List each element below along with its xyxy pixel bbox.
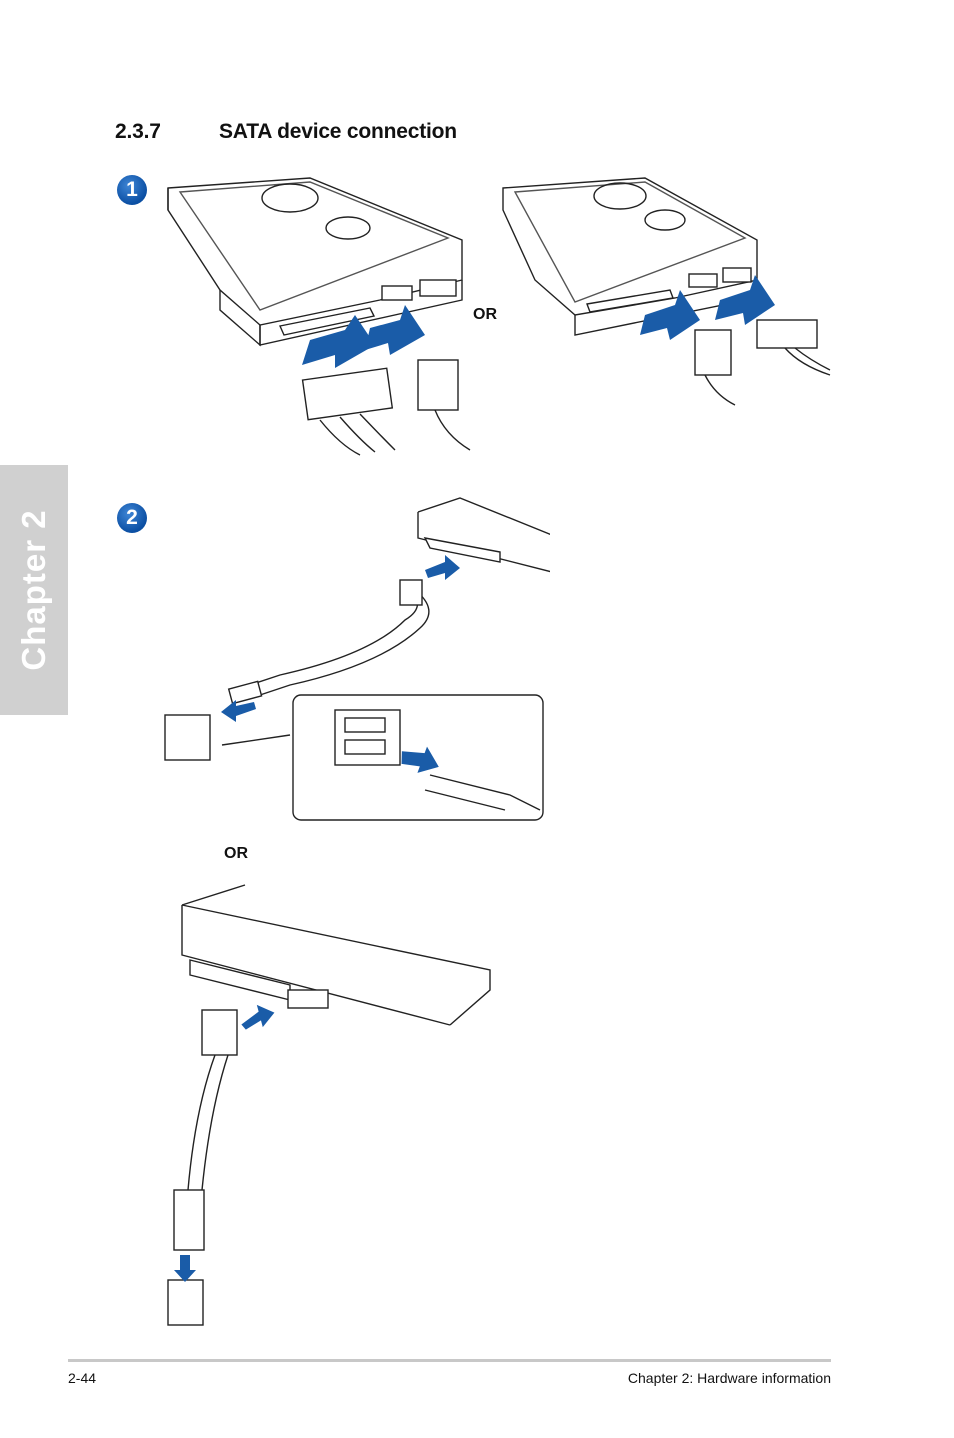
footer-divider bbox=[68, 1359, 831, 1362]
step-1-badge: 1 bbox=[117, 175, 147, 205]
or-label-bottom: OR bbox=[224, 845, 248, 862]
footer-chapter-title: Chapter 2: Hardware information bbox=[627, 1370, 831, 1386]
page-number: 2-44 bbox=[68, 1370, 97, 1386]
hdd-to-motherboard-illustration bbox=[164, 497, 550, 821]
chapter-side-tab: Chapter 2 bbox=[0, 465, 68, 715]
section-number: 2.3.7 bbox=[115, 120, 161, 143]
hdd-molex-power-illustration bbox=[502, 177, 831, 406]
chapter-tab-label: Chapter 2 bbox=[15, 509, 52, 671]
hdd-sata-power-illustration bbox=[167, 177, 471, 456]
section-heading: 2.3.7 SATA device connection bbox=[115, 120, 457, 144]
or-label-top: OR bbox=[473, 306, 497, 323]
hdd-angled-cable-illustration bbox=[167, 884, 491, 1326]
step-2-badge: 2 bbox=[117, 503, 147, 533]
section-title: SATA device connection bbox=[219, 120, 457, 143]
